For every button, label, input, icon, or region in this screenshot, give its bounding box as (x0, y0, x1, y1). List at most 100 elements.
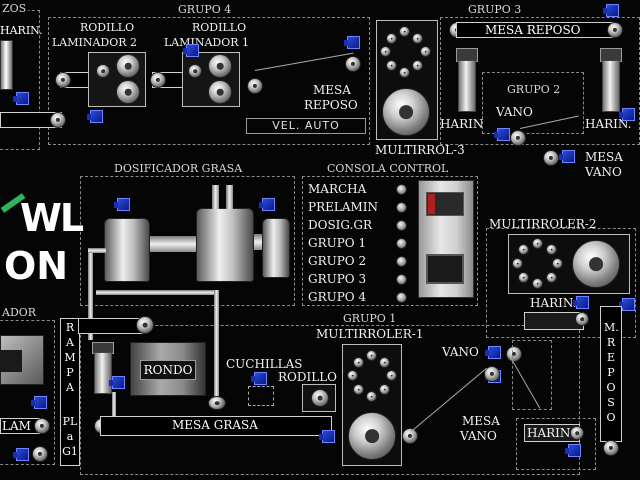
hmi-screen[interactable] (426, 254, 464, 284)
rodillo-cu-roller[interactable] (311, 389, 329, 407)
m-reposo-roller[interactable] (603, 440, 619, 456)
vano-g2-roller-left[interactable] (510, 130, 526, 146)
left-bottom-roller[interactable] (32, 446, 48, 462)
group-left-mid-label: ADOR (0, 306, 39, 319)
multirrol-3-big-roller[interactable] (382, 88, 430, 136)
mesa-reposo-g3-label: MESA REPOSO (485, 23, 581, 37)
laminador-1-roller-small[interactable] (188, 64, 202, 78)
grasa-pipe-h-left (88, 248, 106, 253)
harin-g1-bottom-motor[interactable] (565, 444, 581, 457)
multirroler-1-roller-4[interactable] (379, 384, 390, 395)
mesa-reposo-g3-motor[interactable] (603, 4, 619, 17)
vano-g1-motor-top[interactable] (485, 346, 501, 359)
multirrol-3-roller-4[interactable] (412, 60, 423, 71)
left-mid-motor[interactable] (31, 396, 47, 409)
multirroler-2-roller-7[interactable] (512, 258, 523, 269)
left-bottom-motor[interactable] (13, 448, 29, 461)
mesa-grasa-belt (100, 416, 332, 436)
mesa-reposo-g4-label-b: REPOSO (304, 98, 358, 112)
multirroler-1-roller-2[interactable] (379, 357, 390, 368)
multirrol-3-roller-8[interactable] (386, 33, 397, 44)
multirroler-1-roller-6[interactable] (353, 384, 364, 395)
multirroler-2-roller-3[interactable] (552, 258, 563, 269)
mesa-reposo-g4-roller-left[interactable] (247, 78, 263, 94)
rampa-top-roller[interactable] (136, 316, 154, 334)
laminador-2-roller-bottom[interactable] (116, 80, 140, 104)
harin-g1-bottom-roller[interactable] (570, 426, 584, 440)
grasa-pipe-down-left (88, 250, 93, 340)
mesa-reposo-g4-motor[interactable] (344, 36, 360, 49)
group4-mid-belt-roller[interactable] (150, 72, 166, 88)
laminador-2-roller-small[interactable] (96, 64, 110, 78)
consola-led-grupo-2[interactable] (396, 256, 407, 267)
multirrol-3-roller-1[interactable] (399, 26, 410, 37)
multirrol-3-roller-7[interactable] (380, 46, 391, 57)
multirroler-2-roller-8[interactable] (518, 244, 529, 255)
top-left-belt-roller[interactable] (50, 112, 66, 128)
multirroler-1-roller-3[interactable] (386, 370, 397, 381)
multirrol-3-roller-2[interactable] (412, 33, 423, 44)
grasa-tank-left-motor[interactable] (114, 198, 130, 211)
multirroler-2-roller-1[interactable] (532, 238, 543, 249)
left-lam-roller[interactable] (34, 418, 50, 434)
vano-g2-motor[interactable] (494, 128, 510, 141)
mesa-vano-g2-roller[interactable] (543, 150, 559, 166)
multirroler-2-big-roller[interactable] (572, 240, 620, 288)
mesa-reposo-g4-label-a: MESA (313, 83, 351, 97)
consola-led-prelamin[interactable] (396, 202, 407, 213)
multirroler-1-big-roller[interactable] (348, 412, 396, 460)
laminador-2-motor[interactable] (87, 110, 103, 123)
harin-g3-hopper-b (602, 60, 620, 112)
mesa-vano-g2-motor[interactable] (559, 150, 575, 163)
grasa-pipe-h-bottom (96, 290, 218, 295)
m-reposo-motor[interactable] (619, 298, 635, 311)
grasa-tank-left (104, 218, 150, 282)
mesa-grasa-motor[interactable] (319, 430, 335, 443)
group-1-label: GRUPO 1 (341, 312, 399, 325)
harin-top-left-label: HARIN. (0, 24, 43, 37)
mesa-reposo-g4-roller-right[interactable] (345, 56, 361, 72)
rondo-label[interactable]: RONDO (140, 360, 196, 380)
group4-left-belt-roller[interactable] (55, 72, 71, 88)
vano-g1-roller-top[interactable] (506, 346, 522, 362)
laminador-2-roller-top[interactable] (116, 54, 140, 78)
multirrol-3-roller-6[interactable] (386, 60, 397, 71)
consola-led-grupo-4[interactable] (396, 292, 407, 303)
multirroler-1-roller-1[interactable] (366, 350, 377, 361)
multirroler-1-exit-roller[interactable] (402, 428, 418, 444)
consola-led-grupo-1[interactable] (396, 238, 407, 249)
laminador-1-roller-bottom[interactable] (208, 80, 232, 104)
left-lam-label: LAM (2, 419, 31, 433)
harin-g1-motor[interactable] (109, 376, 125, 389)
multirroler-2-roller-5[interactable] (532, 278, 543, 289)
vel-auto-button[interactable]: VEL. AUTO (246, 118, 366, 134)
laminador-1-roller-top[interactable] (208, 54, 232, 78)
multirrol-3-roller-5[interactable] (399, 67, 410, 78)
multirroler-2-roller-2[interactable] (546, 244, 557, 255)
consola-item-grupo-2: GRUPO 2 (308, 254, 367, 268)
rodillo-lam-2-label-a: RODILLO (80, 21, 135, 34)
laminador-1-motor[interactable] (183, 44, 199, 57)
multirroler-1-roller-7[interactable] (347, 370, 358, 381)
consola-led-grupo-3[interactable] (396, 274, 407, 285)
cuchillas-motor[interactable] (251, 372, 267, 385)
harin-g3-motor[interactable] (619, 108, 635, 121)
harin-top-left-motor[interactable] (13, 92, 29, 105)
harin-g2-motor[interactable] (573, 296, 589, 309)
group-4-label: GRUPO 4 (176, 3, 234, 16)
multirroler-2-roller-6[interactable] (518, 272, 529, 283)
multirrol-3-roller-3[interactable] (420, 46, 431, 57)
grasa-tank-right-motor[interactable] (259, 198, 275, 211)
multirroler-1-roller-8[interactable] (353, 357, 364, 368)
consola-led-marcha[interactable] (396, 184, 407, 195)
consola-led-dosig-gr[interactable] (396, 220, 407, 231)
mesa-reposo-g3-roller-right[interactable] (607, 22, 623, 38)
multirroler-2-roller-4[interactable] (546, 272, 557, 283)
multirroler-1-roller-5[interactable] (366, 391, 377, 402)
harin-g2-roller[interactable] (575, 312, 589, 326)
vano-g1-roller-mid[interactable] (484, 366, 500, 382)
logo-top: WL (20, 196, 84, 240)
consola-label: CONSOLA CONTROL (325, 162, 451, 175)
cuchillas-blades (248, 386, 274, 406)
